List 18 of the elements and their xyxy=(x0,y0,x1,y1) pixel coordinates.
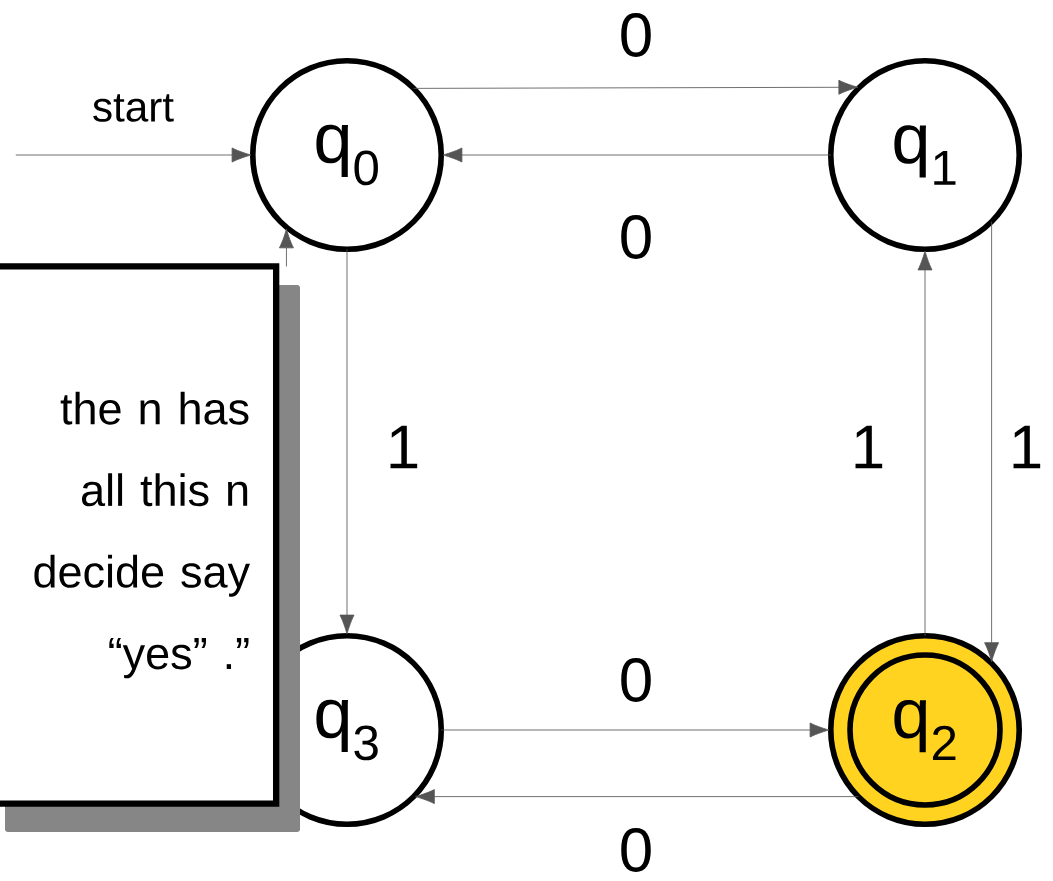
edge-label: 1 xyxy=(384,424,422,470)
edge-label: 0 xyxy=(617,656,655,704)
edge-label: 0 xyxy=(617,11,655,59)
edge-label: 1 xyxy=(849,424,887,470)
edge-label: 0 xyxy=(617,213,655,261)
arrow xyxy=(414,789,859,805)
note-box: the n has all this n decide say “yes” .” xyxy=(0,263,280,807)
arrow xyxy=(917,250,933,637)
arrow xyxy=(442,147,832,163)
edge-label: 1 xyxy=(1007,424,1045,470)
arrow xyxy=(15,147,252,163)
arrow xyxy=(339,248,355,635)
arrow xyxy=(279,228,294,267)
edge-label: 0 xyxy=(617,826,655,874)
arrow xyxy=(440,722,830,738)
edge-label: start xyxy=(90,92,176,124)
arrow xyxy=(413,79,859,95)
arrow xyxy=(984,221,1000,662)
